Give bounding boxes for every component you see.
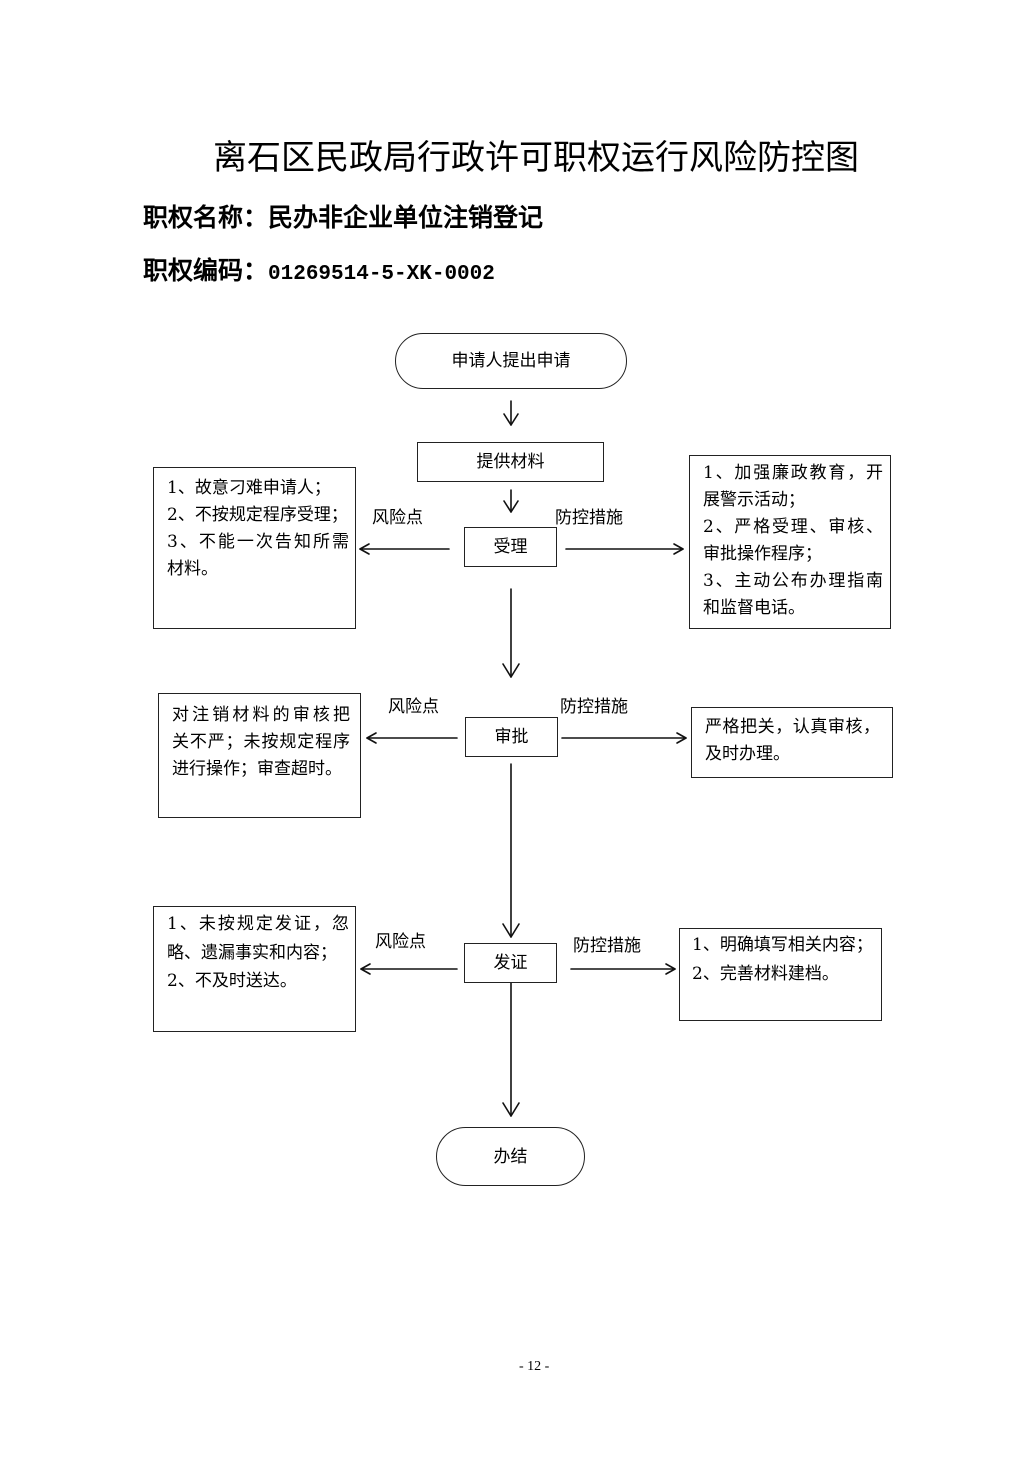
page-title: 离石区民政局行政许可职权运行风险防控图 (213, 138, 859, 178)
measure-item: 1、加强廉政教育，开 展警示活动； (703, 460, 883, 514)
stage-node-accept: 受理 (464, 527, 557, 567)
measure-label: 防控措施 (573, 936, 641, 956)
power-code: 职权编码：01269514-5-XK-0002 (143, 256, 495, 290)
power-code-value: 01269514-5-XK-0002 (268, 263, 495, 286)
flow-end-label: 办结 (493, 1146, 528, 1167)
risk-item: 对注销材料的审核把 关不严；未按规定程序 进行操作；审查超时。 (172, 702, 350, 783)
risk-line: 2、不按规定程序受理； (167, 505, 348, 525)
flow-submit-node: 提供材料 (417, 442, 604, 482)
risk-label: 风险点 (388, 697, 439, 717)
flow-submit-label: 提供材料 (476, 452, 545, 472)
risk-line: 1、故意刁难申请人； (167, 478, 331, 498)
stage-node-approve: 审批 (465, 717, 558, 757)
stage-label: 发证 (493, 953, 528, 973)
risk-line: 对注销材料的审核把 (172, 705, 350, 725)
certify-measure-box: 1、明确填写相关内容； 2、完善材料建档。 (679, 928, 882, 1021)
power-name: 职权名称：民办非企业单位注销登记 (143, 203, 543, 233)
measure-line: 1、明确填写相关内容； (692, 935, 873, 955)
measure-label: 防控措施 (555, 508, 623, 528)
arrow-approve-to-risk (366, 732, 458, 744)
risk-item: 3、不能一次告知所需 材料。 (167, 529, 349, 583)
measure-line: 3、主动公布办理指南 (703, 571, 883, 591)
power-name-label: 职权名称： (143, 203, 269, 232)
risk-line: 略、遗漏事实和内容； (167, 942, 337, 963)
measure-item: 严格把关，认真审核， 及时办理。 (705, 714, 880, 768)
stage-node-certify: 发证 (464, 943, 557, 983)
risk-line: 2、不及时送达。 (167, 971, 297, 991)
arrow-certify-to-risk (360, 963, 458, 975)
risk-item: 2、不按规定程序受理； (167, 502, 349, 529)
risk-label: 风险点 (375, 932, 426, 952)
page-number: - 12 - (519, 1359, 550, 1374)
risk-item: 2、不及时送达。 (167, 967, 349, 996)
stage-label: 审批 (494, 727, 529, 747)
risk-item: 1、未按规定发证，忽 略、遗漏事实和内容； (167, 910, 349, 967)
measure-item: 2、严格受理、审核、 审批操作程序； (703, 514, 883, 568)
risk-line: 进行操作；审查超时。 (172, 759, 342, 779)
risk-line: 1、未按规定发证，忽 (167, 914, 349, 934)
measure-line: 和监督电话。 (703, 598, 805, 618)
measure-line: 2、严格受理、审核、 (703, 517, 883, 537)
approve-measure-box: 严格把关，认真审核， 及时办理。 (691, 707, 893, 778)
arrow-certify-to-end (502, 982, 520, 1117)
risk-line: 3、不能一次告知所需 (167, 532, 349, 552)
power-name-value: 民办非企业单位注销登记 (268, 203, 544, 232)
measure-line: 2、完善材料建档。 (692, 964, 839, 984)
accept-measure-box: 1、加强廉政教育，开 展警示活动； 2、严格受理、审核、 审批操作程序； 3、主… (689, 455, 891, 629)
arrow-accept-to-approve (502, 588, 520, 678)
certify-risk-box: 1、未按规定发证，忽 略、遗漏事实和内容； 2、不及时送达。 (153, 906, 356, 1032)
flow-start-node: 申请人提出申请 (395, 333, 627, 389)
measure-line: 及时办理。 (705, 744, 790, 764)
measure-line: 1、加强廉政教育，开 (703, 463, 883, 483)
arrow-start-to-submit (503, 400, 519, 426)
measure-item: 2、完善材料建档。 (692, 960, 874, 989)
measure-line: 展警示活动； (703, 490, 805, 510)
flow-end-node: 办结 (436, 1127, 585, 1186)
power-code-label: 职权编码： (143, 256, 269, 285)
risk-item: 1、故意刁难申请人； (167, 475, 349, 502)
arrow-accept-to-risk (359, 543, 450, 555)
risk-label: 风险点 (372, 508, 423, 528)
measure-item: 1、明确填写相关内容； (692, 931, 874, 960)
arrow-certify-to-measure (570, 963, 676, 975)
risk-line: 材料。 (167, 559, 218, 579)
measure-label: 防控措施 (560, 697, 628, 717)
arrow-submit-to-accept (503, 489, 519, 513)
arrow-accept-to-measure (565, 543, 684, 555)
measure-line: 审批操作程序； (703, 544, 822, 564)
flow-start-label: 申请人提出申请 (451, 351, 571, 371)
arrow-approve-to-certify (502, 763, 520, 938)
measure-item: 3、主动公布办理指南 和监督电话。 (703, 568, 883, 622)
arrow-approve-to-measure (561, 732, 687, 744)
approve-risk-box: 对注销材料的审核把 关不严；未按规定程序 进行操作；审查超时。 (158, 693, 361, 818)
stage-label: 受理 (493, 537, 528, 557)
risk-line: 关不严；未按规定程序 (172, 732, 350, 752)
measure-line: 严格把关，认真审核， (705, 717, 880, 737)
accept-risk-box: 1、故意刁难申请人； 2、不按规定程序受理； 3、不能一次告知所需 材料。 (153, 467, 356, 629)
